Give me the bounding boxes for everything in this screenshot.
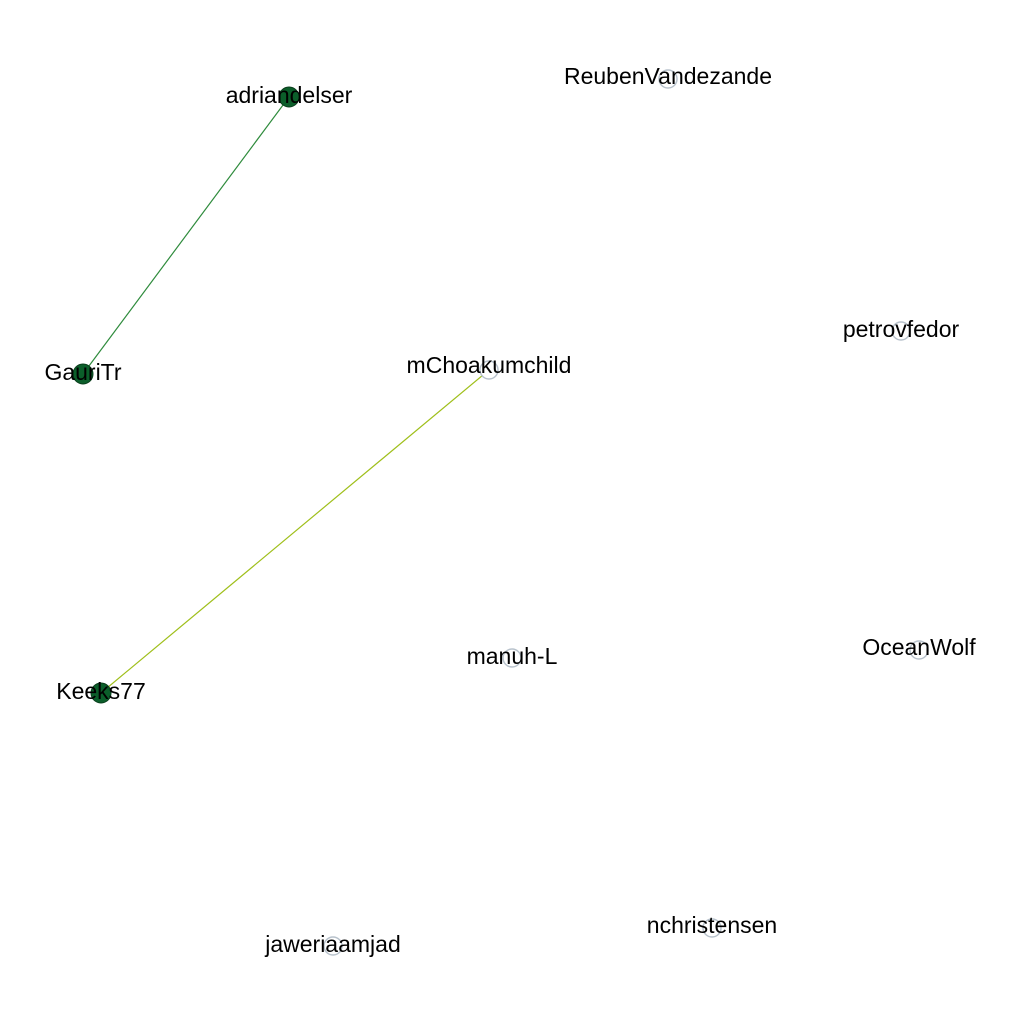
node-label-petrovfedor: petrovfedor bbox=[843, 316, 960, 342]
node-label-ReubenVandezande: ReubenVandezande bbox=[564, 63, 772, 89]
node-Keeks77[interactable] bbox=[90, 682, 112, 704]
node-GauriTr[interactable] bbox=[72, 363, 94, 385]
node-label-jaweriaamjad: jaweriaamjad bbox=[264, 931, 401, 957]
node-label-mChoakumchild: mChoakumchild bbox=[407, 352, 572, 378]
node-adriandelser[interactable] bbox=[278, 86, 300, 108]
node-label-nchristensen: nchristensen bbox=[647, 912, 777, 938]
node-label-OceanWolf: OceanWolf bbox=[862, 634, 976, 660]
node-label-Keeks77: Keeks77 bbox=[56, 678, 146, 704]
node-manuh-L[interactable] bbox=[502, 648, 522, 668]
edges-layer bbox=[82, 96, 490, 694]
edge-adriandelser-GauriTr bbox=[82, 96, 290, 375]
node-label-adriandelser: adriandelser bbox=[226, 82, 353, 108]
edge-mChoakumchild-Keeks77 bbox=[100, 369, 490, 694]
node-nchristensen[interactable] bbox=[702, 918, 722, 938]
node-jaweriaamjad[interactable] bbox=[323, 936, 343, 956]
nodes-layer bbox=[72, 69, 929, 956]
node-ReubenVandezande[interactable] bbox=[658, 69, 678, 89]
node-mChoakumchild[interactable] bbox=[479, 360, 499, 380]
node-label-manuh-L: manuh-L bbox=[467, 643, 558, 669]
node-OceanWolf[interactable] bbox=[909, 640, 929, 660]
node-label-GauriTr: GauriTr bbox=[44, 359, 121, 385]
node-petrovfedor[interactable] bbox=[891, 321, 911, 341]
